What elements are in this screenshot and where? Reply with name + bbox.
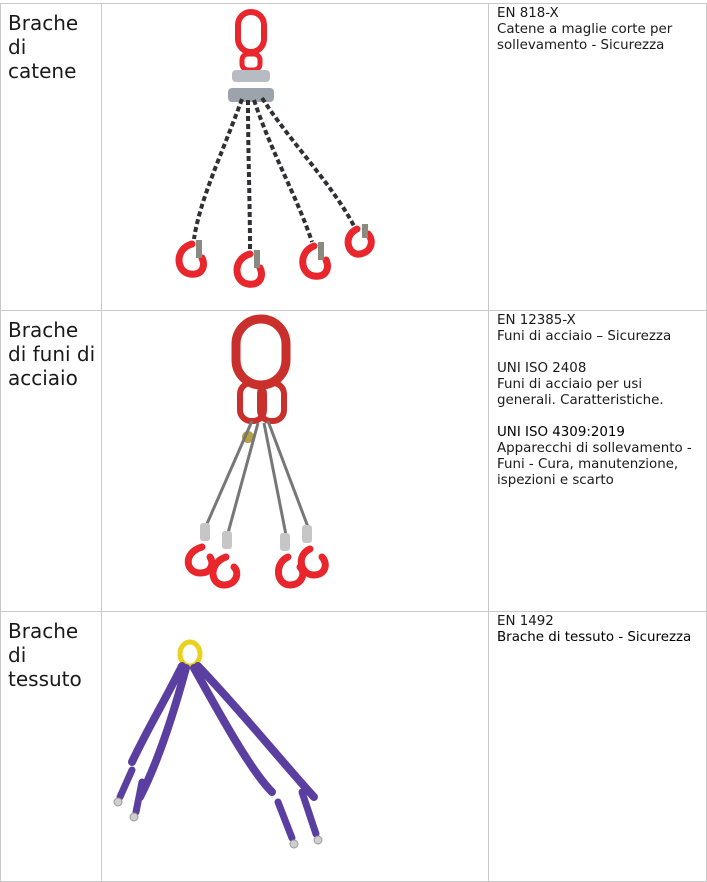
standards-cell: EN 12385-X Funi di acciaio – Sicurezza U… — [488, 310, 707, 612]
standard-block: EN 12385-X Funi di acciaio – Sicurezza — [497, 313, 702, 345]
standard-code: UNI ISO 2408 — [497, 361, 587, 376]
standard-block: EN 1492 Brache di tessuto - Sicurezza — [497, 614, 702, 646]
image-cell — [101, 611, 489, 882]
image-cell — [101, 310, 489, 612]
table-row: Brache di catene — [0, 3, 707, 311]
standard-block: UNI ISO 4309:2019 Apparecchi di sollevam… — [497, 425, 702, 489]
standard-description: Apparecchi di sollevamento - Funi - Cura… — [497, 441, 692, 488]
table-row: Brache di funi di acciaio — [0, 310, 707, 612]
webbing-sling-image — [113, 639, 323, 849]
category-cell: Brache di catene — [0, 3, 102, 311]
category-cell: Brache di tessuto — [0, 611, 102, 882]
standard-block: EN 818-X Catene a maglie corte per solle… — [497, 6, 702, 54]
standard-code: EN 818-X — [497, 6, 559, 21]
image-cell — [101, 3, 489, 311]
standard-code: UNI ISO 4309:2019 — [497, 425, 625, 440]
standard-description: Funi di acciaio – Sicurezza — [497, 329, 672, 344]
table-row: Brache di tessuto — [0, 611, 707, 882]
category-label: Brache di funi di acciaio — [8, 318, 96, 390]
standard-description: Catene a maglie corte per sollevamento -… — [497, 22, 673, 53]
standard-code: EN 12385-X — [497, 313, 576, 328]
chain-sling-image — [175, 9, 375, 288]
category-label: Brache di catene — [8, 11, 79, 83]
category-label: Brache di tessuto — [8, 619, 82, 691]
standards-table: Brache di catene — [0, 3, 707, 882]
wire-rope-sling-image — [184, 314, 329, 589]
standard-description: Brache di tessuto - Sicurezza — [497, 630, 692, 645]
category-cell: Brache di funi di acciaio — [0, 310, 102, 612]
standards-cell: EN 1492 Brache di tessuto - Sicurezza — [488, 611, 707, 882]
standard-block: UNI ISO 2408 Funi di acciaio per usi gen… — [497, 361, 702, 409]
standard-description: Funi di acciaio per usi generali. Caratt… — [497, 377, 664, 408]
standard-code: EN 1492 — [497, 614, 554, 629]
standards-cell: EN 818-X Catene a maglie corte per solle… — [488, 3, 707, 311]
